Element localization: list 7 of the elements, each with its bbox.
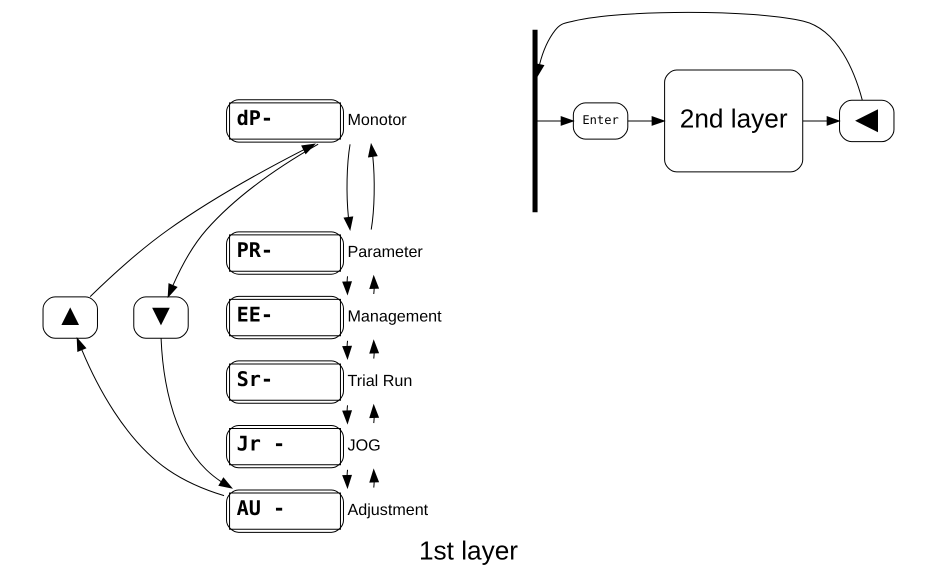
node-label: Trial Run [347, 372, 412, 390]
caption: 1st layer [418, 535, 518, 566]
node-label: Adjustment [347, 500, 428, 519]
node-label: Monotor [347, 110, 406, 129]
node-label: JOG [347, 436, 380, 454]
node-label: Parameter [347, 242, 422, 261]
node-label: Management [347, 307, 442, 326]
